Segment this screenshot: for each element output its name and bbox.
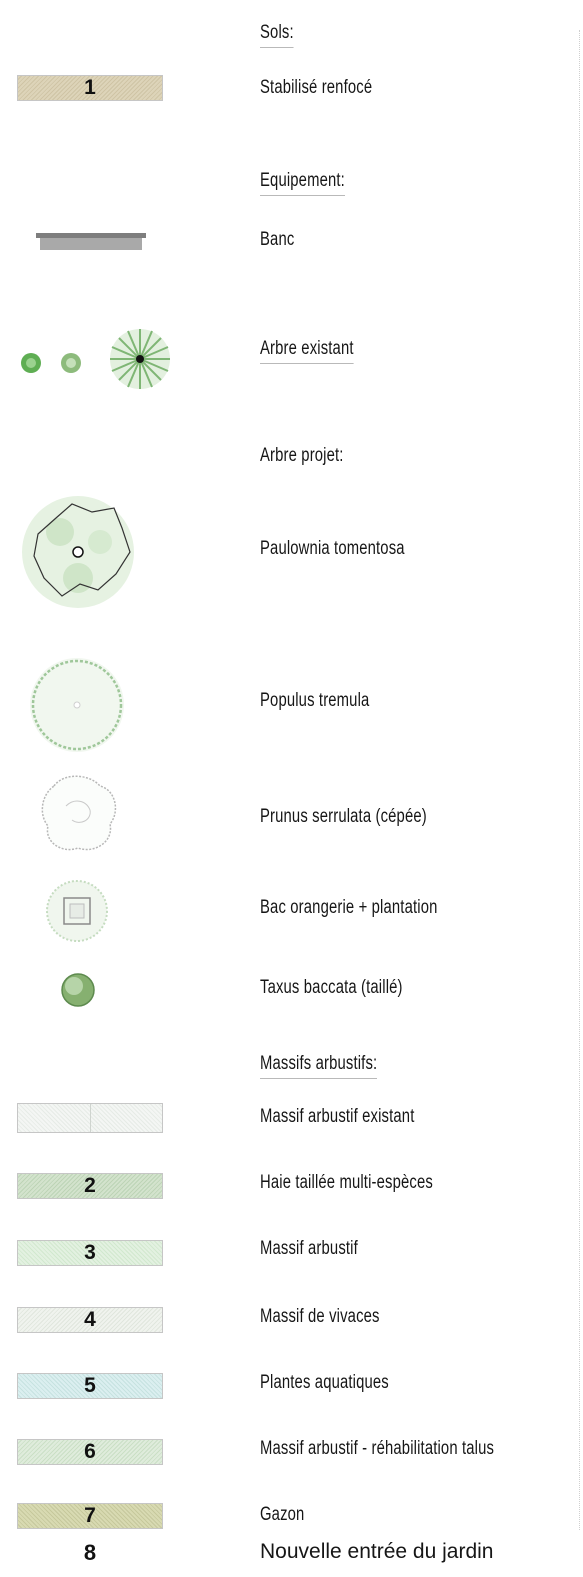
swatch-gazon: 7 (17, 1503, 163, 1529)
heading-equipement: Equipement: (260, 170, 345, 196)
label-massif-arbustif: Massif arbustif (260, 1238, 358, 1259)
paulownia-symbol (22, 496, 134, 608)
taxus-symbol (61, 973, 95, 1007)
swatch-divider (89, 1104, 91, 1132)
swatch-haie: 2 (17, 1173, 163, 1199)
label-massif-existant: Massif arbustif existant (260, 1106, 415, 1127)
label-bac-orangerie: Bac orangerie + plantation (260, 897, 438, 918)
label-stabilise: Stabilisé renfocé (260, 77, 373, 98)
label-taxus: Taxus baccata (taillé) (260, 977, 403, 998)
label-talus: Massif arbustif - réhabilitation talus (260, 1438, 495, 1459)
swatch-number: 2 (84, 1174, 96, 1197)
legend-number-8: 8 (83, 1540, 97, 1565)
label-entree: Nouvelle entrée du jardin (260, 1540, 494, 1563)
swatch-aquatiques: 5 (17, 1373, 163, 1399)
populus-symbol (30, 658, 124, 752)
swatch-massif-existant (17, 1103, 163, 1133)
swatch-number: 6 (84, 1440, 96, 1463)
heading-massifs-arbustifs: Massifs arbustifs: (260, 1053, 378, 1079)
label-banc: Banc (260, 229, 295, 250)
bac-orangerie-symbol (46, 880, 108, 942)
swatch-massif-arbustif: 3 (17, 1240, 163, 1266)
label-gazon: Gazon (260, 1504, 305, 1525)
swatch-number: 1 (84, 76, 96, 99)
label-prunus: Prunus serrulata (cépée) (260, 806, 427, 827)
swatch-number: 3 (84, 1241, 96, 1264)
prunus-symbol (41, 775, 117, 851)
label-aquatiques: Plantes aquatiques (260, 1372, 389, 1393)
swatch-vivaces: 4 (17, 1307, 163, 1333)
swatch-talus: 6 (17, 1439, 163, 1465)
label-haie: Haie taillée multi-espèces (260, 1172, 433, 1193)
swatch-stabilise: 1 (17, 75, 163, 101)
existing-tree-symbols (21, 329, 170, 389)
label-arbre-existant: Arbre existant (260, 338, 354, 364)
adjacent-plan-edge (579, 30, 583, 1530)
heading-sols: Sols: (260, 22, 294, 48)
label-populus: Populus tremula (260, 690, 370, 711)
swatch-number: 4 (84, 1308, 96, 1331)
swatch-number: 7 (84, 1504, 96, 1527)
label-paulownia: Paulownia tomentosa (260, 538, 405, 559)
heading-arbre-projet: Arbre projet: (260, 445, 344, 466)
bench-symbol (36, 233, 146, 250)
label-vivaces: Massif de vivaces (260, 1306, 380, 1327)
swatch-number: 5 (84, 1374, 96, 1397)
